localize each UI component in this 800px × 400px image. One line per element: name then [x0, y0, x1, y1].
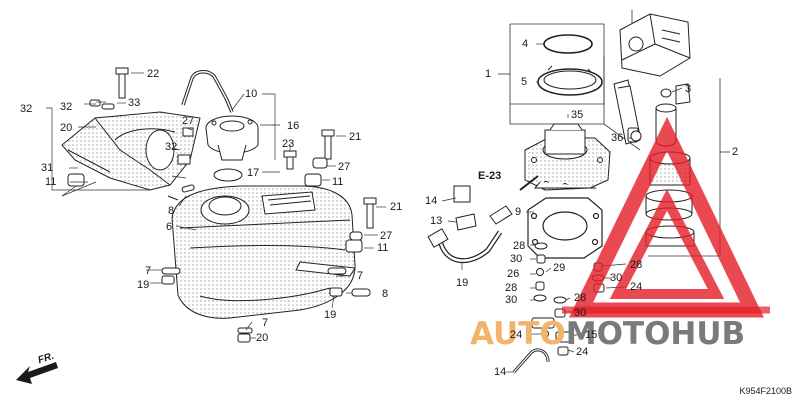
callout-23: 23: [282, 138, 295, 150]
callout-24-b: 24: [510, 329, 523, 341]
callout-7-b: 7: [357, 270, 364, 282]
fuel-tank: [167, 185, 356, 319]
callout-7-a: 7: [145, 265, 152, 277]
callout-9: 9: [515, 206, 522, 218]
callout-36: 36: [611, 132, 624, 144]
callout-21-a: 21: [349, 131, 362, 143]
callout-5: 5: [521, 76, 528, 88]
callout-8-a: 8: [168, 205, 175, 217]
pump-flange: [524, 123, 611, 191]
callout-24-c: 24: [576, 346, 589, 358]
callout-34: 32: [20, 103, 33, 115]
callout-32-a: 32: [60, 101, 73, 113]
callout-30-c: 30: [505, 294, 518, 306]
callout-18: 19: [456, 277, 469, 289]
bolts: [115, 67, 377, 229]
watermark-logo: AUTOMOTOHUB: [470, 316, 745, 352]
callout-4: 4: [522, 38, 529, 50]
callout-15: 15: [585, 329, 598, 341]
callout-27-a: 27: [338, 161, 351, 173]
callout-31: 31: [41, 162, 54, 174]
callout-2: 2: [732, 146, 739, 158]
callout-11-c: 11: [377, 242, 389, 254]
callout-30-d: 30: [574, 307, 587, 319]
grommets: [67, 99, 371, 343]
callout-33: 33: [128, 97, 141, 109]
front-arrow: [16, 362, 58, 384]
diagram-code: K954F2100B: [739, 386, 792, 396]
callout-30-a: 30: [510, 253, 523, 265]
callout-6: 6: [166, 221, 173, 233]
callout-11-b: 11: [332, 176, 344, 188]
watermark-motohub: MOTOHUB: [565, 316, 746, 352]
ref-e23: E-23: [478, 170, 502, 182]
callout-19-b: 19: [324, 309, 337, 321]
callout-32-b: 32: [165, 141, 178, 153]
callout-28-c: 28: [505, 282, 518, 294]
callout-30-b: 30: [610, 272, 623, 284]
tank-top-cover: [61, 111, 201, 191]
callout-10: 10: [245, 88, 258, 100]
cap-gasket: [213, 168, 243, 182]
pump-connector: [619, 13, 691, 77]
callout-26: 27: [182, 115, 195, 127]
callout-12: 13: [430, 215, 443, 227]
callout-20: 20: [60, 122, 73, 134]
callout-35: 35: [571, 109, 584, 121]
callout-11-a: 11: [45, 176, 57, 188]
callout-8-b: 8: [382, 288, 389, 300]
callout-28-d: 28: [574, 292, 587, 304]
callout-28-a: 28: [513, 240, 526, 252]
callout-14: 14: [494, 366, 507, 378]
callout-29: 29: [553, 262, 566, 274]
callout-21-b: 21: [390, 201, 403, 213]
filler-cap: [205, 115, 259, 161]
callout-3: 3: [685, 83, 692, 95]
callout-13: 14: [425, 195, 438, 207]
callout-22: 22: [147, 68, 160, 80]
pump-gasket: [527, 197, 603, 259]
callout-27-b: 27: [380, 230, 393, 242]
callout-7-c: 7: [262, 317, 269, 329]
watermark-auto: AUTO: [470, 316, 566, 352]
callout-1: 1: [485, 68, 492, 80]
callout-24-a: 24: [630, 281, 643, 293]
callout-16: 16: [287, 120, 300, 132]
callout-19-a: 19: [137, 279, 150, 291]
fuel-hose: [427, 175, 539, 264]
callout-17: 17: [247, 167, 260, 179]
callout-25: 26: [507, 268, 520, 280]
callout-28-b: 28: [630, 259, 643, 271]
leader-lines-left: [46, 72, 386, 339]
callout-19-c: 20: [256, 332, 269, 344]
